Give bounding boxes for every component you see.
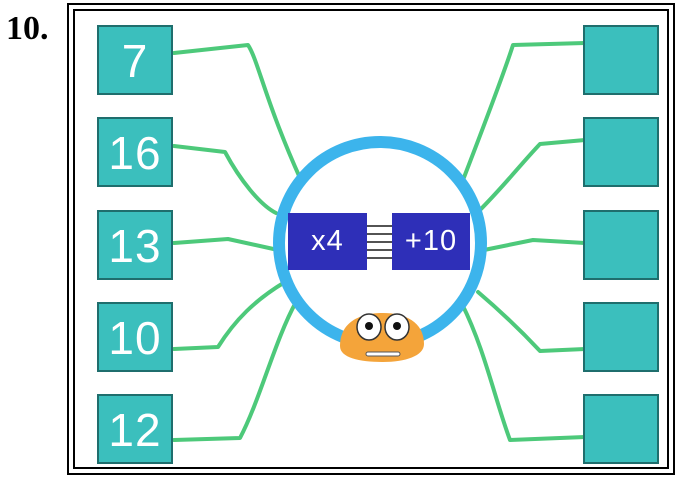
input-value-5: 12 [108,404,162,456]
input-value-1: 7 [121,35,149,87]
input-value-2: 16 [108,127,162,179]
output-value-4 [585,304,657,370]
output-box-3[interactable] [583,210,659,280]
input-value-3: 13 [108,220,162,272]
wire-input-1 [172,43,302,180]
operation-connector [367,225,392,259]
input-box-3: 13 [97,210,173,280]
wire-output-4 [476,290,587,353]
question-number: 10. [6,10,49,47]
wire-input-3 [172,237,280,252]
input-box-1: 7 [97,25,173,95]
output-box-1[interactable] [583,25,659,95]
output-wires [460,41,587,442]
output-value-3 [585,212,657,278]
machine-creature [340,313,424,362]
output-box-4[interactable] [583,302,659,372]
output-box-5[interactable] [583,394,659,464]
wire-output-5 [460,302,587,442]
operation-add-box: +10 [392,213,470,270]
input-box-2: 16 [97,117,173,187]
output-value-1 [585,27,657,93]
wire-output-2 [476,138,587,214]
diagram-frame-outer [67,3,675,475]
input-value-4: 10 [108,312,162,364]
operation-multiply-box: x4 [288,213,367,270]
output-value-2 [585,119,657,185]
wire-output-1 [461,41,587,182]
input-box-4: 10 [97,302,173,372]
diagram-frame-inner [73,9,669,469]
wire-input-5 [172,300,298,442]
input-wires [172,43,302,442]
input-box-5: 12 [97,394,173,464]
output-value-5 [585,396,657,462]
wire-output-3 [482,238,587,252]
wire-input-2 [172,144,278,215]
output-box-2[interactable] [583,117,659,187]
wire-input-4 [172,280,287,351]
